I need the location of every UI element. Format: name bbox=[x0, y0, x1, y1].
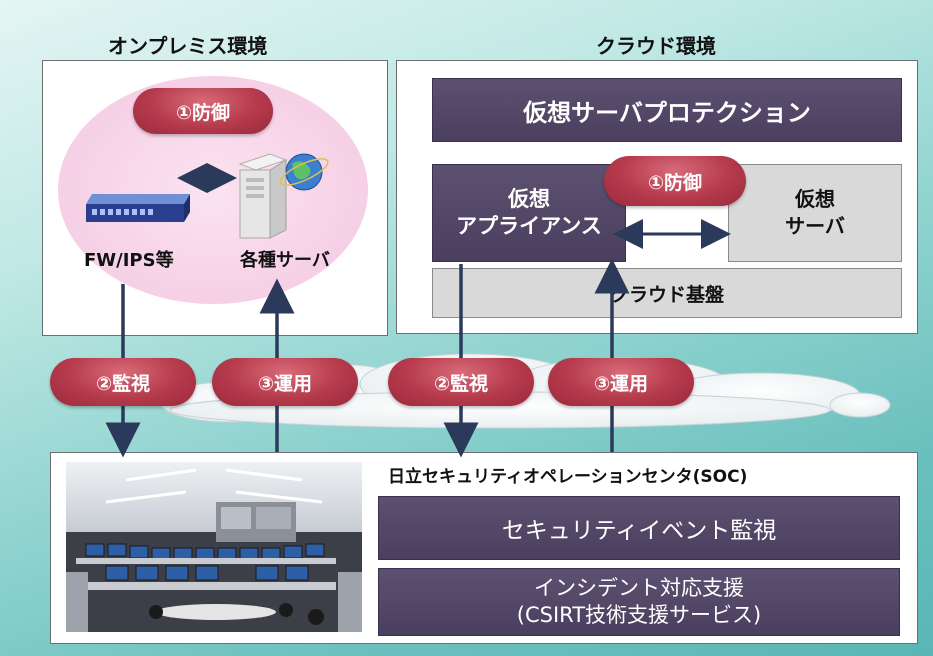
soc-room-photo bbox=[66, 462, 362, 632]
onprem-title: オンプレミス環境 bbox=[108, 34, 268, 58]
flow-pill-operate-onprem: ③運用 bbox=[212, 358, 358, 406]
incident-response-box: インシデント対応支援 (CSIRT技術支援サービス) bbox=[378, 568, 900, 636]
virtual-server-line1: 仮想 bbox=[795, 187, 835, 211]
incident-response-line2: (CSIRT技術支援サービス) bbox=[516, 603, 762, 627]
cloud-defense-pill: ①防御 bbox=[604, 156, 746, 206]
firewall-device-icon bbox=[82, 192, 194, 226]
flow-pill-operate-cloud: ③運用 bbox=[548, 358, 694, 406]
incident-response-line1: インシデント対応支援 bbox=[534, 575, 744, 600]
virtual-appliance-line1: 仮想 bbox=[508, 186, 550, 211]
fw-ips-label: FW/IPS等 bbox=[84, 250, 174, 271]
server-icon bbox=[226, 148, 330, 240]
virtual-server-box: 仮想 サーバ bbox=[728, 164, 902, 262]
cloud-title: クラウド環境 bbox=[596, 34, 716, 58]
virtual-appliance-line2: アプライアンス bbox=[456, 214, 602, 238]
virtual-appliance-box: 仮想 アプライアンス bbox=[432, 164, 626, 262]
flow-pill-monitor-onprem: ②監視 bbox=[50, 358, 196, 406]
soc-title: 日立セキュリティオペレーションセンタ(SOC) bbox=[388, 467, 748, 487]
virtual-server-line2: サーバ bbox=[785, 214, 845, 238]
virtual-server-protection-box: 仮想サーバプロテクション bbox=[432, 78, 902, 142]
onprem-defense-pill: ①防御 bbox=[133, 88, 273, 134]
server-label: 各種サーバ bbox=[240, 250, 330, 271]
cloud-foundation-box: クラウド基盤 bbox=[432, 268, 902, 318]
flow-pill-monitor-cloud: ②監視 bbox=[388, 358, 534, 406]
security-event-monitoring-box: セキュリティイベント監視 bbox=[378, 496, 900, 560]
